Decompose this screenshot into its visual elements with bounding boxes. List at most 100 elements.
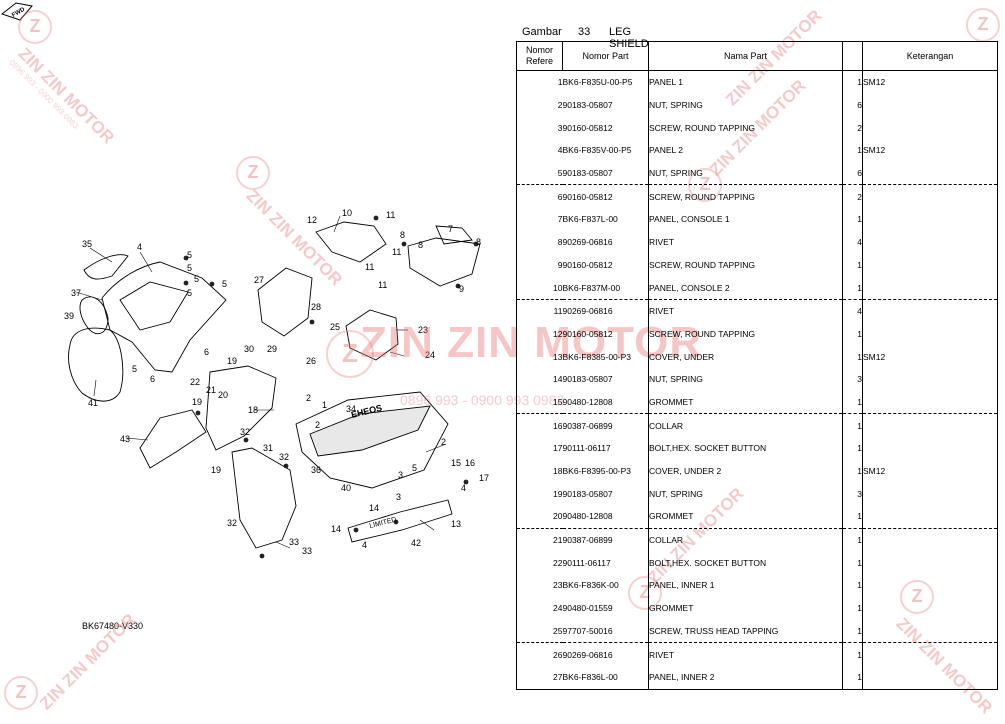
fastener-dot bbox=[401, 241, 407, 247]
cell-part-number: 90183-05807 bbox=[562, 161, 649, 185]
cell-part-name: SCREW, TRUSS HEAD TAPPING bbox=[648, 619, 843, 643]
cell-ref-number: 8 bbox=[516, 230, 563, 254]
part-41-outline bbox=[68, 327, 124, 402]
cell-notes bbox=[862, 619, 998, 643]
parts-list-panel: Gambar 33 LEG SHIELD Nomor Refere Nomor … bbox=[516, 24, 998, 714]
table-header-row: Nomor Refere Nomor Part Nama Part Ketera… bbox=[516, 41, 998, 71]
cell-quantity: 6 bbox=[842, 93, 863, 117]
callout-number: 39 bbox=[64, 311, 74, 321]
callout-number: 2 bbox=[306, 393, 311, 403]
cell-part-name: GROMMET bbox=[648, 505, 843, 529]
callout-number: 7 bbox=[448, 224, 453, 234]
cell-notes bbox=[862, 665, 998, 690]
cell-ref-number: 16 bbox=[516, 413, 563, 437]
fastener-dot bbox=[283, 463, 289, 469]
cell-notes bbox=[862, 322, 998, 346]
part-10-outline bbox=[315, 221, 387, 263]
callout-number: 41 bbox=[88, 398, 98, 408]
part-13-outline bbox=[295, 391, 449, 489]
leader-line bbox=[333, 215, 341, 233]
cell-notes bbox=[862, 574, 998, 597]
part-23-outline bbox=[345, 309, 399, 361]
cell-quantity: 1 bbox=[842, 527, 863, 552]
diagram-reference-code: BK67480-V330 bbox=[82, 621, 144, 631]
cell-ref-number: 24 bbox=[516, 596, 563, 620]
callout-number: 28 bbox=[311, 302, 321, 312]
callout-number: 33 bbox=[289, 537, 299, 547]
cell-part-name: NUT, SPRING bbox=[648, 367, 843, 391]
cell-quantity: 1 bbox=[842, 574, 863, 597]
cell-part-number: 90111-06117 bbox=[562, 551, 649, 575]
cell-quantity: 1 bbox=[842, 437, 863, 460]
callout-number: 24 bbox=[425, 350, 435, 360]
callout-number: 5 bbox=[132, 364, 137, 374]
cell-notes bbox=[862, 276, 998, 300]
parts-table: Nomor Refere Nomor Part Nama Part Ketera… bbox=[516, 41, 998, 690]
cell-ref-number: 21 bbox=[516, 527, 563, 552]
cell-part-number: 90111-06117 bbox=[562, 437, 649, 460]
cell-ref-number: 11 bbox=[516, 298, 563, 323]
cell-part-number: BK6-F837L-00 bbox=[562, 208, 649, 231]
cell-ref-number: 12 bbox=[516, 322, 563, 346]
fastener-dot bbox=[209, 281, 215, 287]
cell-part-number: 90269-06816 bbox=[562, 298, 649, 323]
cell-notes bbox=[862, 505, 998, 529]
graphic-text-limited: LIMITED bbox=[369, 516, 397, 529]
callout-number: 2 bbox=[441, 437, 446, 447]
part-7-outline bbox=[435, 225, 473, 245]
figure-label: Gambar bbox=[522, 26, 562, 38]
callout-number: 5 bbox=[194, 274, 199, 284]
callout-number: 22 bbox=[190, 377, 200, 387]
callout-number: 13 bbox=[451, 519, 461, 529]
header-part-number: Nomor Part bbox=[562, 41, 649, 71]
fastener-dot bbox=[393, 519, 399, 525]
callout-number: 29 bbox=[267, 344, 277, 354]
cell-quantity: 1 bbox=[842, 208, 863, 231]
callout-number: 31 bbox=[263, 443, 273, 453]
fastener-dot bbox=[259, 553, 265, 559]
part-39-outline bbox=[79, 296, 109, 335]
cell-ref-number: 26 bbox=[516, 642, 563, 666]
callout-number: 42 bbox=[411, 538, 421, 548]
cell-part-number: 90183-05807 bbox=[562, 93, 649, 117]
fastener-dot bbox=[473, 241, 479, 247]
cell-part-name: NUT, SPRING bbox=[648, 482, 843, 506]
cell-part-name: RIVET bbox=[648, 230, 843, 254]
part-8-outline bbox=[407, 237, 481, 287]
cell-quantity: 1 bbox=[842, 70, 863, 94]
callout-number: 32 bbox=[227, 518, 237, 528]
callout-number: 15 bbox=[451, 458, 461, 468]
callout-number: 3 bbox=[396, 492, 401, 502]
cell-ref-number: 2 bbox=[516, 93, 563, 117]
cell-part-name: GROMMET bbox=[648, 596, 843, 620]
cell-ref-number: 25 bbox=[516, 619, 563, 643]
leader-line bbox=[139, 251, 153, 273]
callout-number: 14 bbox=[369, 503, 379, 513]
cell-quantity: 1 bbox=[842, 551, 863, 575]
fastener-dot bbox=[373, 215, 379, 221]
cell-quantity: 1 bbox=[842, 413, 863, 437]
cell-part-name: PANEL, CONSOLE 2 bbox=[648, 276, 843, 300]
cell-notes bbox=[862, 437, 998, 460]
callout-number: 5 bbox=[187, 250, 192, 260]
cell-part-number: 90480-12808 bbox=[562, 505, 649, 529]
callout-number: 8 bbox=[400, 230, 405, 240]
cell-ref-number: 4 bbox=[516, 139, 563, 162]
leader-line bbox=[75, 291, 103, 301]
cell-notes: SM12 bbox=[862, 459, 998, 483]
header-quantity bbox=[842, 41, 863, 71]
callout-number: 40 bbox=[341, 483, 351, 493]
fwd-arrow-icon: FWD bbox=[0, 2, 33, 21]
callout-number: 11 bbox=[392, 247, 401, 257]
callout-number: 21 bbox=[206, 385, 216, 395]
